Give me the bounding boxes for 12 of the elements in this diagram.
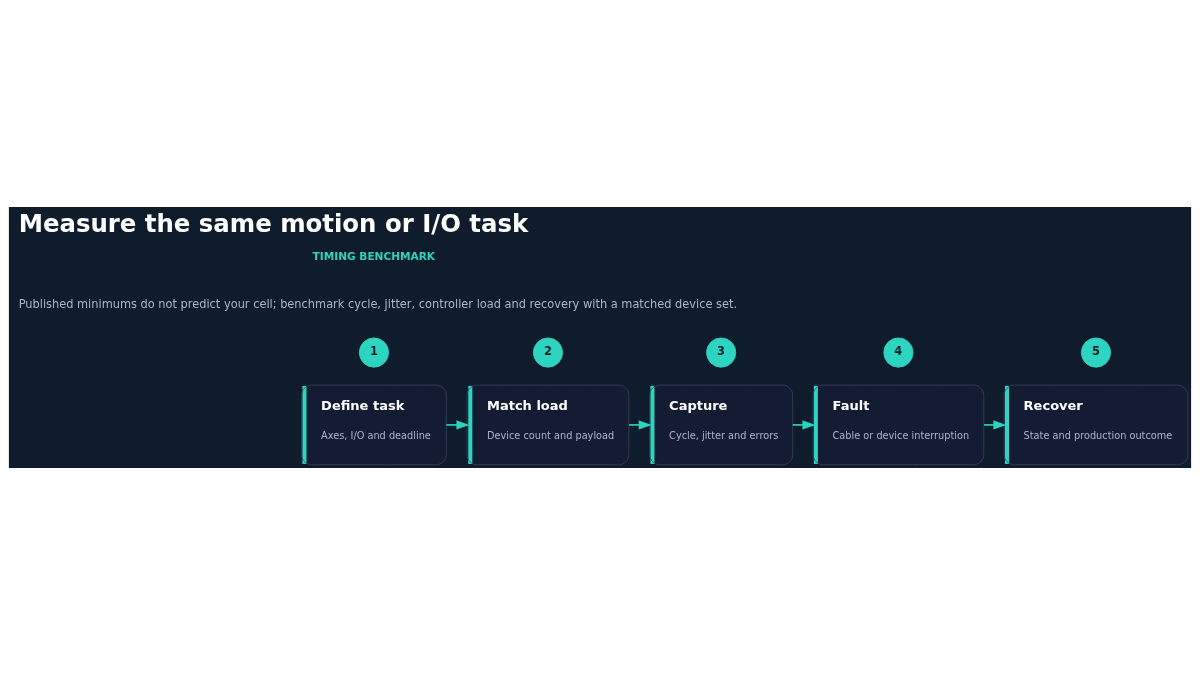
arrow — [983, 420, 1007, 430]
node-circle: 1 — [358, 337, 389, 368]
arrow — [445, 420, 470, 430]
diagram-title: Measure the same motion or I/O task — [18, 209, 529, 239]
label: TIMING BENCHMARK — [312, 250, 436, 263]
node-circle: 4 — [883, 337, 914, 368]
label: Published minimums do not predict your cell; benchmark cycle, jitter, controller load and recovery with a matched device set. — [18, 297, 738, 312]
node-circle: 5 — [1080, 337, 1112, 368]
arrow — [628, 420, 652, 430]
node-circle: 3 — [706, 337, 737, 368]
node-circle: 2 — [532, 337, 563, 368]
arrow — [792, 420, 816, 430]
